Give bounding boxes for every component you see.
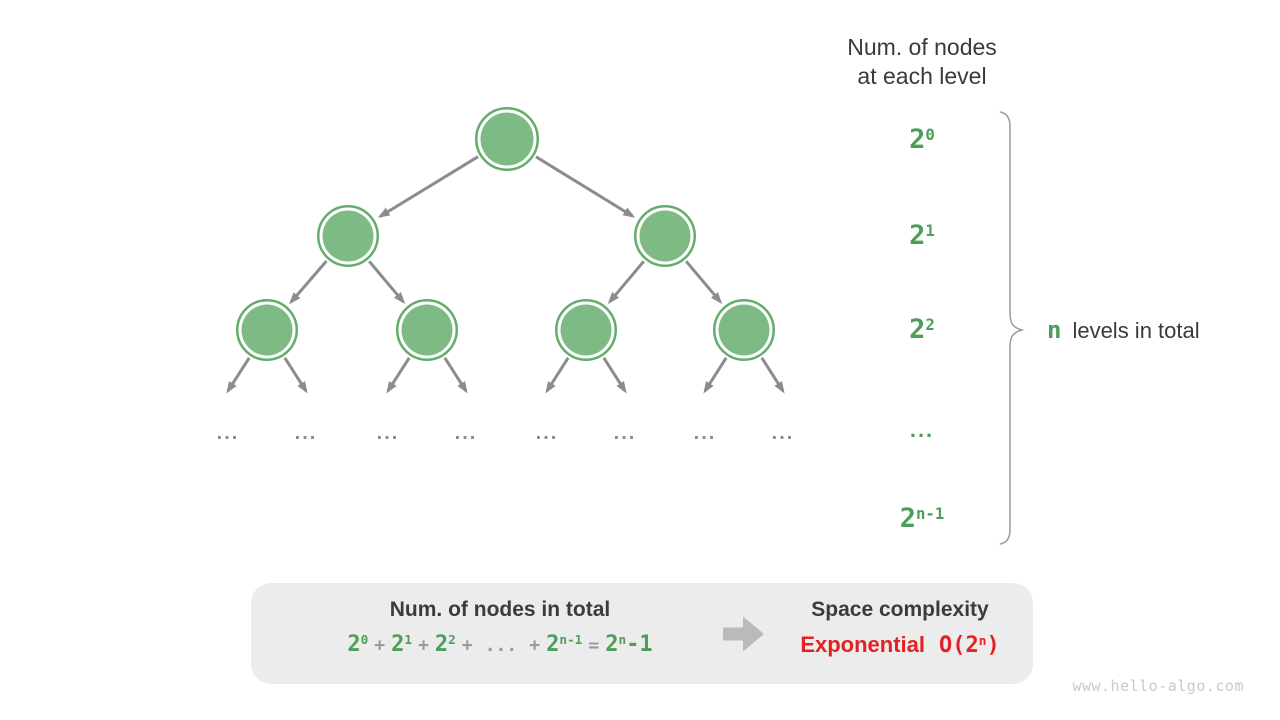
level-exponent: n-1 [915, 503, 945, 523]
total-nodes-formula: 20+21+22+...+2n-1=2n-1 [251, 632, 749, 657]
levels-total-text: levels in total [1072, 318, 1200, 343]
tree-node [236, 299, 298, 361]
level-label-1: 21 [872, 220, 972, 252]
level-exponent: 0 [925, 124, 935, 144]
n-symbol: n [1047, 316, 1062, 344]
tree-edge [443, 356, 468, 394]
level-base: 2 [909, 220, 926, 251]
total-nodes-title: Num. of nodes in total [389, 598, 611, 621]
watermark: www.hello-algo.com [1072, 677, 1244, 695]
formula-operator: + [529, 635, 541, 656]
tree-ellipsis: ... [613, 422, 637, 444]
tree-node [713, 299, 775, 361]
tree-edge [283, 356, 308, 394]
tree-ellipsis: ... [216, 422, 240, 444]
column-header-line2: at each level [857, 63, 987, 89]
arrow-right-icon [723, 616, 764, 652]
tree-edge [226, 356, 251, 394]
brace [999, 111, 1025, 545]
formula-operator: + [461, 635, 473, 656]
levels-total-note: n levels in total [1047, 316, 1200, 344]
tree-ellipsis: ... [376, 422, 400, 444]
tree-ellipsis: ... [294, 422, 318, 444]
total-nodes-section: Num. of nodes in total 20+21+22+...+2n-1… [251, 583, 749, 657]
formula-operator: + [418, 635, 429, 656]
space-complexity-title: Space complexity [811, 598, 989, 621]
formula-equals: = [588, 635, 600, 656]
tree-edge [607, 260, 645, 304]
tree-edge [377, 155, 479, 218]
tree-edges [226, 155, 785, 394]
level-label-2: 22 [872, 314, 972, 346]
level-base: 2 [899, 503, 916, 534]
summary-box: Num. of nodes in total 20+21+22+...+2n-1… [251, 583, 1033, 684]
level-base: 2 [909, 314, 926, 345]
space-complexity-section: Space complexity Exponential O(2n) [775, 583, 1025, 658]
tree-node [396, 299, 458, 361]
tree-edge [545, 356, 570, 394]
level-label-ellipsis: ... [909, 417, 935, 442]
level-exponent: 2 [925, 314, 935, 334]
level-exponent: 1 [925, 220, 935, 240]
tree-ellipsis: ... [771, 422, 795, 444]
complexity-label: Exponential [800, 632, 925, 657]
tree-edge [386, 356, 411, 394]
level-base: 2 [909, 124, 926, 155]
tree-node [475, 107, 539, 171]
tree-edge [535, 155, 636, 218]
tree-ellipsis: ... [454, 422, 478, 444]
tree-nodes [236, 107, 775, 361]
tree-edge [760, 356, 785, 394]
formula-term: 20 [347, 632, 369, 657]
tree-diagram [226, 107, 1025, 545]
column-header-line1: Num. of nodes [847, 34, 997, 60]
tree-ellipsis: ... [693, 422, 717, 444]
complexity-value: Exponential O(2n) [775, 632, 1025, 658]
tree-node [634, 205, 696, 267]
tree-edge [368, 260, 406, 304]
formula-term: 21 [391, 632, 413, 657]
formula-term: 2n-1 [546, 632, 583, 657]
column-header: Num. of nodes at each level [810, 33, 1034, 91]
tree-node [317, 205, 379, 267]
formula-term: 22 [434, 632, 456, 657]
tree-edge [703, 356, 728, 394]
tree-ellipsis: ... [535, 422, 559, 444]
level-label-n: 2n-1 [872, 503, 972, 535]
formula-result: 2n-1 [605, 632, 653, 657]
formula-ellipsis: ... [484, 635, 518, 656]
tree-node [555, 299, 617, 361]
tree-edge [289, 260, 328, 305]
formula-operator: + [374, 635, 386, 656]
tree-edge [602, 356, 627, 394]
big-o-notation: O(2n) [939, 633, 1000, 658]
tree-edge [685, 260, 723, 304]
level-label-0: 20 [872, 124, 972, 156]
